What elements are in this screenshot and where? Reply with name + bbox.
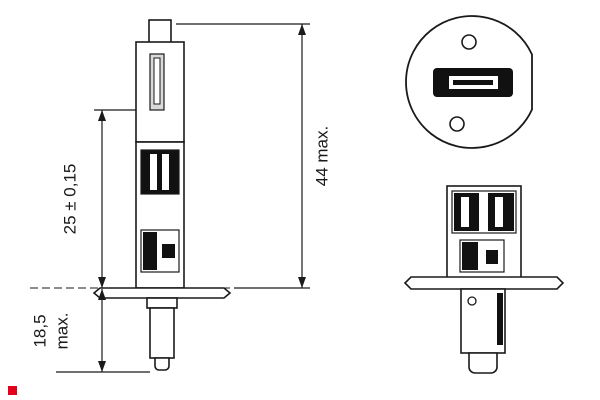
front-view <box>403 185 565 374</box>
contact-pin <box>468 352 498 374</box>
arrow-down-icon <box>98 361 106 372</box>
base-contact-lower <box>140 229 180 273</box>
dimension-label-18-5-suffix: max. <box>53 313 72 350</box>
flange <box>92 287 232 299</box>
cylinder-stripe <box>497 293 503 345</box>
dimension-labels: 25 ± 0,15 18,5 max. 44 max. <box>31 126 332 350</box>
dimension-label-44: 44 max. <box>313 126 332 186</box>
dimension-25 <box>94 109 136 288</box>
base-contact-lower <box>459 239 505 273</box>
dimension-18-5 <box>56 289 150 373</box>
weld-dot <box>467 296 477 306</box>
arrow-up-icon <box>298 24 306 35</box>
flange <box>403 276 565 290</box>
dimension-label-25: 25 ± 0,15 <box>61 164 80 235</box>
keying-hole-bottom <box>449 116 465 132</box>
bulb-tip-nub <box>148 19 172 45</box>
base-neck <box>146 297 178 309</box>
arrow-down-icon <box>98 277 106 288</box>
side-view <box>92 19 232 371</box>
dimension-label-18-5-value: 18,5 <box>31 314 50 347</box>
keying-hole-top <box>461 34 477 50</box>
contact-pin <box>154 357 170 371</box>
contact-cylinder <box>149 307 175 359</box>
dimension-44 <box>176 23 310 289</box>
brand-accent-square <box>8 386 17 395</box>
filament-core <box>153 57 161 105</box>
base-contact-upper <box>140 149 180 195</box>
arrow-up-icon <box>98 110 106 121</box>
arrow-down-icon <box>298 277 306 288</box>
contact-slot-bar <box>453 80 493 85</box>
arrow-up-icon <box>98 289 106 300</box>
base-contact-upper <box>451 190 517 234</box>
top-view <box>405 15 533 149</box>
